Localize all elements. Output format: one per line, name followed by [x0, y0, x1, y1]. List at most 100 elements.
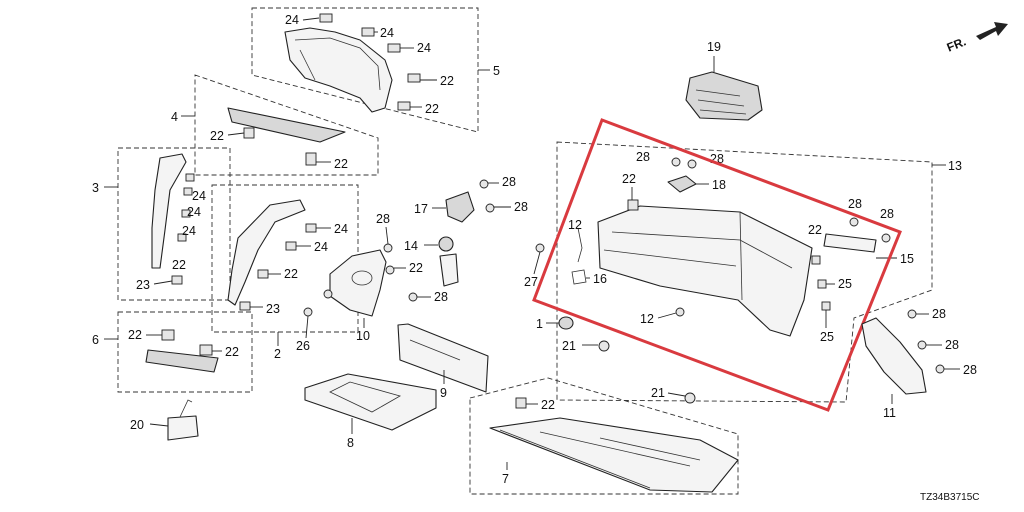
- part-10-bracket: [329, 249, 387, 317]
- callout-28: 28: [945, 338, 959, 352]
- callout-22: 22: [172, 258, 186, 272]
- callout-28: 28: [434, 290, 448, 304]
- group-13-outline: [556, 141, 933, 403]
- part-13-detail: [603, 249, 737, 267]
- clip-icon: [811, 255, 821, 265]
- screw-icon: [323, 289, 333, 299]
- part-8-inner: [329, 381, 402, 413]
- group-2-outline: [211, 184, 359, 333]
- clip-icon: [305, 152, 317, 166]
- part-19-louvers: [695, 89, 747, 115]
- clip-icon: [285, 241, 297, 251]
- leader-line: [385, 226, 389, 245]
- front-arrow-icon: [976, 22, 1008, 40]
- clip-icon: [183, 187, 193, 196]
- group-4-outline: [194, 74, 379, 176]
- part-16-pad: [571, 269, 587, 285]
- callout-15: 15: [900, 252, 914, 266]
- clip-icon: [181, 209, 191, 218]
- group-3-left-trim: 3 24 24 24 22 23: [92, 147, 231, 301]
- part-20-group: 20: [130, 399, 199, 441]
- screw-icon: [687, 159, 697, 169]
- part-20-pad: [167, 415, 199, 441]
- callout-21: 21: [651, 386, 665, 400]
- clip-icon: [305, 223, 317, 233]
- callout-28: 28: [636, 150, 650, 164]
- clip-icon: [821, 301, 831, 311]
- callout-28: 28: [376, 212, 390, 226]
- callout-24: 24: [380, 26, 394, 40]
- callout-24: 24: [417, 41, 431, 55]
- part-2-trim: [227, 199, 306, 306]
- callout-12: 12: [640, 312, 654, 326]
- clip-icon: [239, 301, 251, 311]
- clip-icon: [171, 275, 183, 285]
- part-5-meter-visor: [284, 27, 393, 113]
- image-code: TZ34B3715C: [920, 492, 979, 503]
- callout-20: 20: [130, 418, 144, 432]
- clip-icon: [361, 27, 375, 37]
- screw-icon: [935, 364, 945, 374]
- part-5-detail-line: [294, 37, 381, 91]
- part-8-tray: [304, 373, 437, 431]
- callout-1: 1: [536, 317, 543, 331]
- part-18-bracket: [667, 175, 697, 193]
- screw-icon: [303, 307, 313, 317]
- highlight-frame: [532, 118, 902, 412]
- callout-2: 2: [274, 347, 281, 361]
- screw-icon: [598, 340, 610, 352]
- screw-icon: [479, 179, 489, 189]
- callout-5: 5: [493, 64, 500, 78]
- callout-28: 28: [514, 200, 528, 214]
- callout-22: 22: [210, 129, 224, 143]
- callout-3: 3: [92, 181, 99, 195]
- callout-11: 11: [883, 406, 896, 420]
- group-2-right-trim: 24 24 22 23 2: [211, 184, 359, 361]
- callout-28: 28: [848, 197, 862, 211]
- callout-26: 26: [296, 339, 310, 353]
- part-19-group: 19: [685, 40, 763, 121]
- part-9-group: 9: [397, 323, 489, 400]
- part-12-damper-rod: [577, 227, 583, 263]
- group-6-outline: [117, 311, 253, 393]
- callout-7: 7: [502, 472, 509, 486]
- callout-28: 28: [880, 207, 894, 221]
- clip-icon: [161, 329, 175, 341]
- group-7-lower-cover: 22 21 7: [469, 377, 739, 495]
- callout-6: 6: [92, 333, 99, 347]
- screw-icon: [917, 340, 927, 350]
- part-3-trim: [151, 153, 187, 269]
- callout-22: 22: [128, 328, 142, 342]
- callout-18: 18: [712, 178, 726, 192]
- callout-10: 10: [356, 329, 370, 343]
- clip-icon: [397, 101, 411, 111]
- callout-22: 22: [440, 74, 454, 88]
- callout-24: 24: [182, 224, 196, 238]
- part-19-vent: [685, 71, 763, 121]
- group-5-meter-visor: 5 24 24 24 22 22: [251, 7, 500, 133]
- callout-22: 22: [425, 102, 439, 116]
- callout-28: 28: [932, 307, 946, 321]
- leader-line: [305, 315, 309, 339]
- clip-icon: [319, 13, 333, 23]
- callout-24: 24: [334, 222, 348, 236]
- front-label: FR.: [945, 34, 968, 54]
- clip-icon: [243, 127, 255, 139]
- group-4-upper-panel: 4 22 22: [171, 74, 379, 176]
- clip-icon: [185, 173, 195, 182]
- screw-icon: [408, 292, 418, 302]
- part-14-key: [439, 253, 459, 287]
- part-9-detail: [409, 339, 461, 361]
- part-10-hole: [351, 270, 373, 286]
- part-6-strip: [145, 349, 219, 373]
- part-20-tab: [179, 399, 193, 418]
- screw-icon: [675, 307, 685, 317]
- callout-17: 17: [414, 202, 428, 216]
- part-15-bracket: [823, 233, 877, 253]
- screw-icon: [881, 233, 891, 243]
- leader-line: [657, 312, 677, 319]
- screw-icon: [383, 243, 393, 253]
- part-1-bumper: [558, 316, 574, 330]
